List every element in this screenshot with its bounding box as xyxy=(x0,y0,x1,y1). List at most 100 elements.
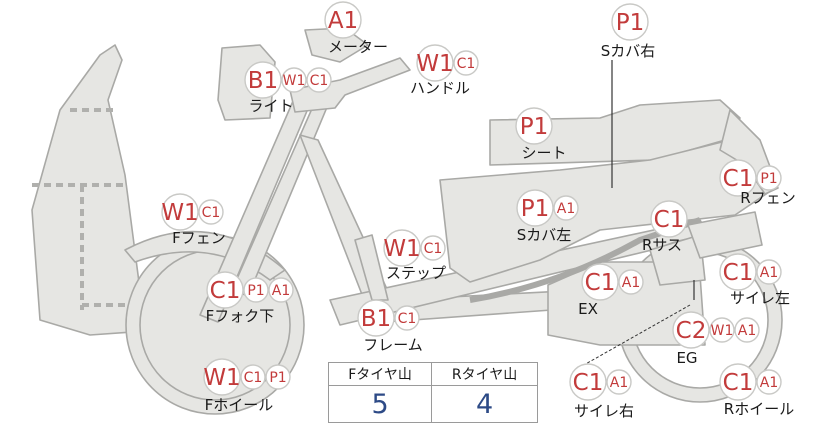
grade-badge: A1 xyxy=(328,8,358,34)
grade-badge: C2 xyxy=(676,318,707,344)
rear-tire-value: 4 xyxy=(431,385,538,423)
front-tire-value: 5 xyxy=(327,385,433,423)
front-fairing xyxy=(31,44,141,336)
part-label: Fフォク下 xyxy=(206,307,275,325)
grade-badge: A1 xyxy=(557,201,575,217)
grade-badge: C1 xyxy=(723,166,754,192)
grade-badge: A1 xyxy=(622,275,640,291)
grade-badge: P1 xyxy=(520,114,549,140)
grade-badge-circle xyxy=(709,317,735,343)
grade-badge-circle xyxy=(324,1,362,39)
part-label: ライト xyxy=(248,97,293,115)
grade-badge: W1 xyxy=(416,51,453,77)
part-muffler-left[interactable]: C1 A1 サイレ左 xyxy=(719,253,790,307)
grade-badge: W1 xyxy=(383,236,420,262)
grade-badge: A1 xyxy=(738,323,756,339)
grade-badge-circle xyxy=(618,269,644,295)
grade-badge-circle xyxy=(161,193,199,231)
grade-badge-circle xyxy=(756,369,782,395)
part-label: フレーム xyxy=(363,336,423,354)
grade-badge: A1 xyxy=(272,283,290,299)
grade-badge: C1 xyxy=(573,370,604,396)
grade-badge-circle xyxy=(611,3,649,41)
grade-badge-circle xyxy=(383,229,421,267)
grade-badge: B1 xyxy=(361,306,391,332)
grade-badge-circle xyxy=(420,235,446,261)
front-tire-header: Fタイヤ山 xyxy=(327,362,433,386)
grade-badge-circle xyxy=(268,277,294,303)
part-label: サイレ左 xyxy=(730,289,790,307)
grade-badge: A1 xyxy=(760,265,778,281)
seat-shape xyxy=(489,99,741,166)
grade-badge-circle xyxy=(516,189,554,227)
grade-badge-circle xyxy=(453,50,479,76)
grade-badge: W1 xyxy=(161,200,198,226)
grade-badge-circle xyxy=(357,299,395,337)
rear-suspension-shape xyxy=(649,234,706,286)
grade-badge-circle xyxy=(416,44,454,82)
part-label: シート xyxy=(521,144,566,162)
exhaust-pipe xyxy=(469,217,701,303)
grade-badge: W1 xyxy=(203,365,240,391)
grade-badge-circle xyxy=(719,253,757,291)
grade-badge-circle xyxy=(240,364,266,390)
grade-badge: W1 xyxy=(283,73,306,89)
part-label: EX xyxy=(578,300,598,318)
part-label: EG xyxy=(676,349,697,367)
step-shape xyxy=(354,234,389,301)
grade-badge-circle xyxy=(206,271,244,309)
grade-badge-circle xyxy=(756,259,782,285)
grade-badge-circle xyxy=(198,199,224,225)
grade-badge: P1 xyxy=(247,283,264,299)
part-label: Rフェン xyxy=(740,189,795,207)
grade-badge-circle xyxy=(672,311,710,349)
part-label: サイレ右 xyxy=(574,402,634,420)
grade-badge-circle xyxy=(719,363,757,401)
grade-badge: C1 xyxy=(202,205,221,221)
grade-badge-circle xyxy=(650,200,688,238)
grade-badge: P1 xyxy=(760,171,777,187)
grade-badge: W1 xyxy=(711,323,734,339)
rear-tire-header: Rタイヤ山 xyxy=(431,362,538,386)
part-label: Sカバ右 xyxy=(601,42,656,60)
grade-badge: C1 xyxy=(723,260,754,286)
grade-badge-circle xyxy=(515,107,553,145)
grade-badge: B1 xyxy=(248,68,278,94)
grade-badge-circle xyxy=(265,364,291,390)
part-label: ハンドル xyxy=(410,79,470,97)
grade-badge-circle xyxy=(203,358,241,396)
grade-badge: P1 xyxy=(521,196,550,222)
grade-badge-circle xyxy=(243,277,269,303)
grade-badge-circle xyxy=(606,369,632,395)
grade-badge-circle xyxy=(244,61,282,99)
grade-badge-circle xyxy=(281,67,307,93)
grade-badge: C1 xyxy=(210,278,241,304)
part-label: Fホイール xyxy=(205,396,274,414)
part-seat[interactable]: P1 シート xyxy=(515,107,567,162)
grade-badge-circle xyxy=(394,305,420,331)
part-label: Sカバ左 xyxy=(517,226,572,244)
part-label: ステップ xyxy=(386,264,446,282)
grade-badge-circle xyxy=(553,195,579,221)
grade-badge: A1 xyxy=(760,375,778,391)
grade-badge-circle xyxy=(734,317,760,343)
grade-badge: C1 xyxy=(654,207,685,233)
side-cover-shape xyxy=(439,139,773,283)
